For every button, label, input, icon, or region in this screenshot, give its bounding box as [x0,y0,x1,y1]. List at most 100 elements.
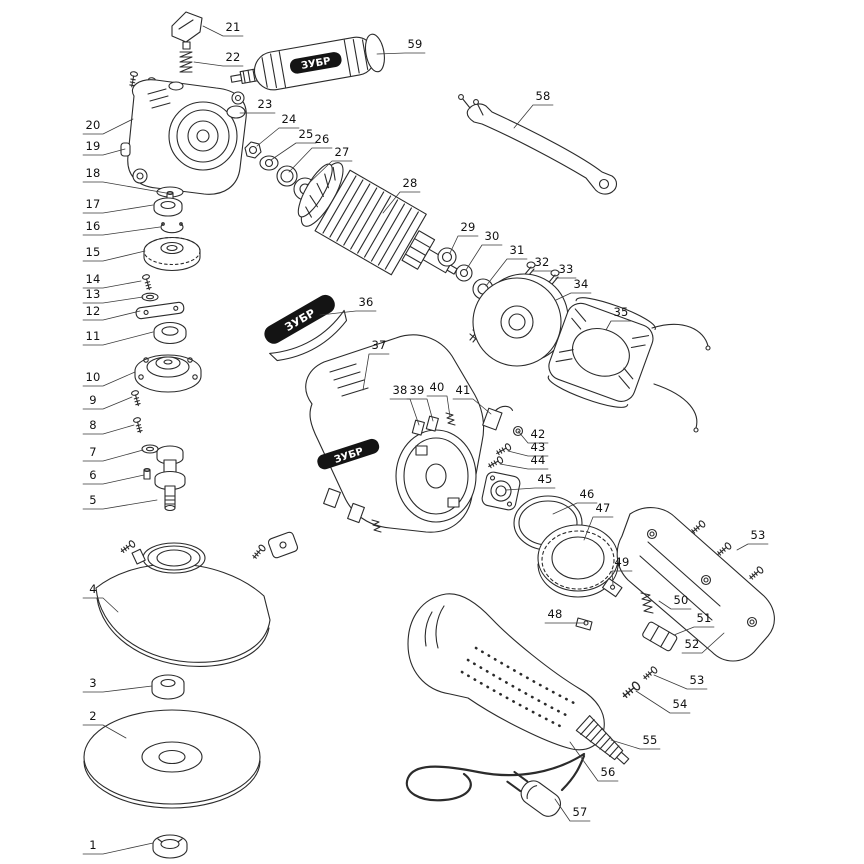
leader-line-19 [82,148,126,156]
washer-7 [141,444,159,454]
part-label-53: 53 [689,673,705,688]
part-label-51: 51 [696,611,712,626]
leader-line-42 [517,430,549,444]
leader-line-45 [505,487,556,491]
leader-line-30 [465,244,503,271]
part-label-54: 54 [672,697,688,712]
part-label-45: 45 [537,472,553,487]
pin-wrench [458,94,618,195]
leader-line-56 [569,741,619,782]
part-label-1: 1 [89,838,97,853]
part-label-17: 17 [85,197,101,212]
brand-text-handle: ЗУБР [300,56,331,72]
part-label-39: 39 [409,383,425,398]
leader-line-24 [256,127,300,147]
part-label-20: 20 [85,118,101,133]
leader-line-4 [82,597,119,613]
part-label-38: 38 [392,383,408,398]
leader-line-15 [82,250,146,262]
part-label-10: 10 [85,370,101,385]
part-label-29: 29 [460,220,476,235]
part-label-30: 30 [484,229,500,244]
part-label-34: 34 [573,277,589,292]
leader-line-57 [554,798,591,822]
key-spring [179,51,193,73]
leader-line-51 [673,626,715,636]
pin-6 [143,467,151,480]
part-label-35: 35 [613,305,629,320]
leader-line-37 [362,353,390,391]
part-label-48: 48 [547,607,563,622]
part-label-23: 23 [257,97,273,112]
rear-handle-grip [407,593,605,751]
leader-line-29 [449,235,479,254]
leader-line-44 [499,463,549,470]
part-label-3: 3 [89,676,97,691]
part-label-2: 2 [89,709,97,724]
part-label-7: 7 [89,445,97,460]
armature [297,162,458,276]
bearing-cover-plate [134,354,202,393]
leader-line-7 [82,449,144,462]
switch-key [171,11,203,50]
leader-line-1 [82,842,154,855]
part-label-41: 41 [455,383,471,398]
leader-line-35 [605,320,632,331]
brand-badge-handle: ЗУБР [289,52,342,74]
cover-screw-2 [132,416,145,435]
side-handle: ЗУБР [230,33,385,91]
leader-line-16 [82,226,161,236]
gear-screw [141,273,154,292]
leader-line-58 [513,104,554,129]
leader-line-3 [82,685,153,693]
part-label-43: 43 [530,440,546,455]
part-label-46: 46 [579,487,595,502]
leader-line-33 [555,277,577,280]
part-label-14: 14 [85,272,101,287]
leader-line-6 [82,474,145,485]
part-label-33: 33 [558,262,574,277]
support-flange [151,674,185,700]
leader-line-25 [270,142,317,161]
part-label-27: 27 [334,145,350,160]
leader-line-10 [82,371,136,387]
leader-line-40 [426,395,451,418]
grinding-disc [83,709,261,809]
brush-parts [411,405,524,471]
leader-line-46 [552,502,598,515]
cord-sleeve [575,715,630,765]
part-label-4: 4 [89,582,97,597]
bearing-upper [153,197,183,217]
leader-line-53 [736,543,769,551]
leader-line-2 [82,724,127,739]
leader-line-8 [82,424,135,435]
leader-line-52 [681,632,725,654]
part-label-8: 8 [89,418,97,433]
part-label-59: 59 [407,37,423,52]
motor-housing: ЗУБР [305,334,485,533]
gear-housing [120,79,247,198]
bearing-lower [153,321,187,345]
part-label-18: 18 [85,166,101,181]
stator [548,297,711,433]
part-label-16: 16 [85,219,101,234]
part-label-57: 57 [572,805,588,820]
part-label-42: 42 [530,427,546,442]
part-label-55: 55 [642,733,658,748]
part-label-13: 13 [85,287,101,302]
circlip [160,222,184,234]
part-label-56: 56 [600,765,616,780]
part-label-36: 36 [358,295,374,310]
part-label-19: 19 [85,139,101,154]
leader-line-59 [376,52,426,55]
leader-line-31 [485,258,528,287]
leader-line-32 [531,270,553,273]
leader-line-11 [82,331,154,346]
leader-line-21 [202,25,244,37]
leader-line-50 [658,600,692,610]
leader-line-9 [82,396,133,410]
leader-line-49 [611,570,633,586]
part-label-6: 6 [89,468,97,483]
retainer-plate [135,301,185,320]
